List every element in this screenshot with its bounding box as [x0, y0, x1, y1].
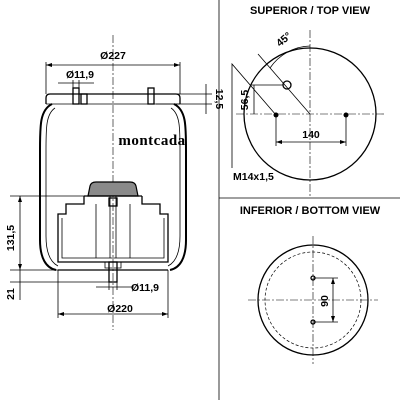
- side-view: Ø227 Ø11,9 12,5 131,5 21 Ø11,9 Ø220: [5, 35, 225, 330]
- top-stud-right: [147, 87, 155, 105]
- dim-125-label: 12,5: [213, 89, 225, 110]
- bellows-left-wall: [39, 103, 57, 271]
- dim-227-label: Ø227: [100, 50, 126, 62]
- bottom-view: INFERIOR / BOTTOM VIEW 90: [240, 205, 381, 364]
- piston-bolt-head: [108, 197, 118, 207]
- top-view-title: SUPERIOR / TOP VIEW: [250, 5, 371, 17]
- bellows-right-inner: [167, 107, 181, 267]
- top-air-fitting: [80, 93, 88, 105]
- angle-ray: [257, 53, 311, 115]
- bottom-view-title: INFERIOR / BOTTOM VIEW: [240, 205, 381, 217]
- dim-21-label: 21: [5, 288, 17, 300]
- top-angle-label: 45°: [274, 30, 294, 49]
- bottom-stud: [108, 261, 118, 283]
- top-plate: [45, 93, 181, 104]
- piston-inner: [61, 218, 165, 259]
- bottom-spacing-label: 90: [319, 295, 331, 307]
- dim-1315-label: 131,5: [5, 225, 17, 251]
- top-offset-label: 56,5: [239, 90, 251, 111]
- thread-label: M14x1,5: [233, 171, 274, 183]
- thread-leader: [231, 62, 277, 168]
- top-spacing-label: 140: [302, 129, 320, 141]
- top-view: SUPERIOR / TOP VIEW 45° 56,5 140 M14x1,5: [231, 5, 384, 196]
- top-stud-left: [72, 87, 80, 105]
- bellows-right-wall: [169, 103, 187, 271]
- piston-bumper: [87, 181, 139, 197]
- bottom-stud-base: [104, 262, 122, 269]
- brand-logo: montcada: [118, 133, 185, 149]
- dim-119-top-label: Ø11,9: [66, 69, 94, 81]
- bellows-left-inner: [45, 107, 59, 267]
- dim-119-bottom-label: Ø11,9: [131, 282, 159, 294]
- angle-arc: [269, 45, 311, 69]
- dim-220-label: Ø220: [107, 303, 133, 315]
